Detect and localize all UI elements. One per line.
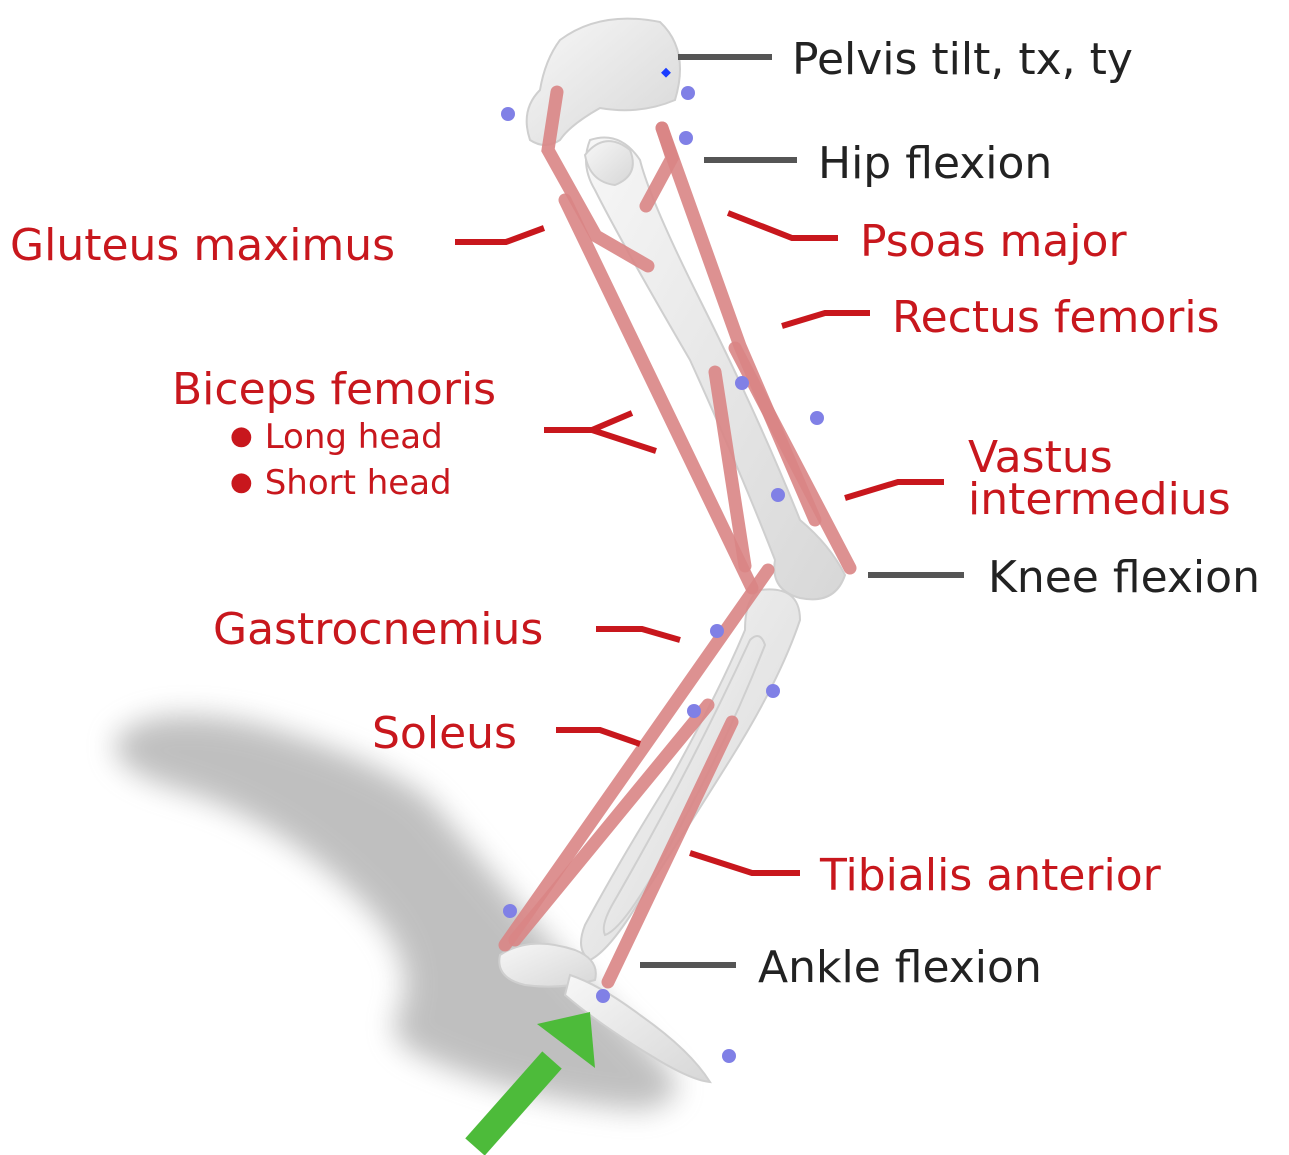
pelvis-dof-label: Pelvis tilt, tx, ty <box>792 38 1133 82</box>
knee-flexion-label: Knee flexion <box>988 556 1260 600</box>
marker-dot <box>771 488 785 502</box>
marker-dot <box>735 376 749 390</box>
psoas-major-label: Psoas major <box>860 220 1127 264</box>
biceps-long-head-item: ● Long head <box>230 420 443 454</box>
marker-dot <box>681 86 695 100</box>
biceps-femoris-label: Biceps femoris <box>172 368 496 412</box>
marker-dot <box>710 624 724 638</box>
bones <box>499 19 845 1082</box>
ankle-flexion-label: Ankle flexion <box>758 946 1042 990</box>
bullet-icon: ● <box>230 467 253 497</box>
biceps-short-head-item: ● Short head <box>230 466 452 500</box>
rectus-femoris-label: Rectus femoris <box>892 296 1220 340</box>
tibialis-anterior-label: Tibialis anterior <box>820 854 1161 898</box>
marker-dot <box>501 107 515 121</box>
gluteus-maximus-label: Gluteus maximus <box>10 224 395 268</box>
gastrocnemius-label: Gastrocnemius <box>213 608 543 652</box>
marker-dot <box>679 131 693 145</box>
soleus-label: Soleus <box>372 712 517 756</box>
biceps-short-head-label: Short head <box>265 463 452 503</box>
marker-dot <box>687 704 701 718</box>
marker-dot <box>596 989 610 1003</box>
marker-dot <box>722 1049 736 1063</box>
biceps-long-head-label: Long head <box>265 417 443 457</box>
marker-dot <box>766 684 780 698</box>
bullet-icon: ● <box>230 421 253 451</box>
hip-flexion-label: Hip flexion <box>818 142 1052 186</box>
marker-dot <box>503 904 517 918</box>
vastus-label-line2: intermedius <box>968 478 1231 522</box>
marker-dot <box>810 411 824 425</box>
